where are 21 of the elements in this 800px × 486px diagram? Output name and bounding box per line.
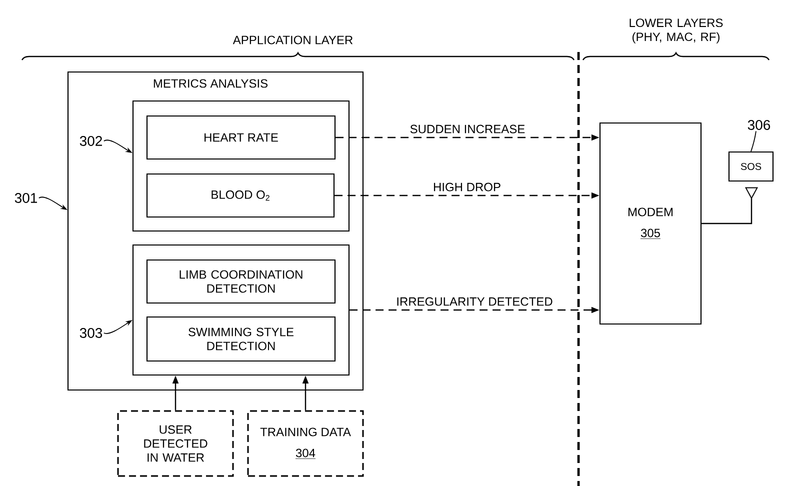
callout-number: 302 [80,136,102,146]
process-box: HEART RATE [146,115,336,160]
edge-label: SUDDEN INCREASE [408,124,526,134]
input-box: TRAINING DATA 304 [247,410,364,477]
connector-line [702,198,752,224]
group-box [132,244,350,376]
layer-heading: APPLICATION LAYER [232,36,353,44]
process-box: LIMB COORDINATION DETECTION [146,259,336,304]
callout-number: 303 [80,328,102,338]
callout-number: 301 [14,193,37,203]
process-box: SWIMMING STYLE DETECTION [146,316,336,362]
block-box: MODEM 305 [599,122,702,325]
small-box: SOS [728,151,774,182]
leader-line [750,130,756,152]
layer-heading: LOWER LAYERS (PHY, MAC, RF) [630,18,723,44]
group-box [132,100,350,232]
input-box: USER DETECTED IN WATER [117,410,234,477]
callout-number: 306 [748,120,770,130]
edge-label: HIGH DROP [432,182,502,192]
process-box: BLOOD O$_{2}$ [146,173,335,218]
edge-label: IRREGULARITY DETECTED [395,296,554,307]
